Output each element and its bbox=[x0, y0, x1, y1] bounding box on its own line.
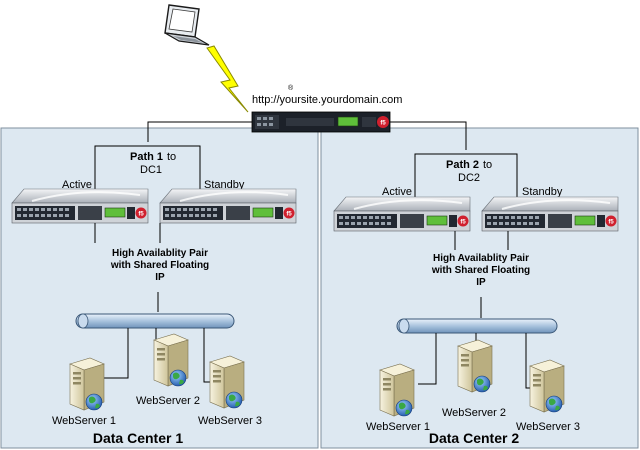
ha-line-2: with Shared Floating bbox=[110, 260, 209, 271]
network-bus bbox=[396, 318, 558, 334]
data-center-1-title: Data Center 1 bbox=[93, 430, 183, 446]
site-url: http://yoursite.yourdomain.com bbox=[252, 94, 402, 106]
standby-label: Standby bbox=[204, 179, 245, 191]
path-target: DC2 bbox=[458, 172, 480, 184]
data-center-1-panel bbox=[0, 127, 319, 449]
standby-device-icon bbox=[159, 188, 297, 224]
data-center-2-panel bbox=[320, 127, 639, 449]
webserver-1-label: WebServer 1 bbox=[366, 421, 430, 433]
webserver-2-label: WebServer 2 bbox=[136, 395, 200, 407]
active-device-icon bbox=[333, 196, 471, 232]
top-load-balancer: f5 bbox=[251, 111, 391, 133]
svg-text:f5: f5 bbox=[380, 121, 386, 127]
standby-label: Standby bbox=[522, 186, 563, 198]
webserver-1-icon bbox=[69, 357, 105, 411]
active-device-icon bbox=[11, 188, 149, 224]
active-label: Active bbox=[62, 179, 92, 191]
webserver-1-label: WebServer 1 bbox=[52, 415, 116, 427]
path-label: Path 1 bbox=[130, 151, 163, 163]
webserver-2-icon bbox=[153, 333, 189, 387]
ha-line-3: IP bbox=[155, 272, 165, 283]
registered-mark: ® bbox=[288, 84, 294, 92]
path-label: Path 2 bbox=[446, 159, 479, 171]
webserver-2-icon bbox=[457, 339, 493, 393]
path-suffix: to bbox=[483, 159, 492, 171]
standby-device-icon bbox=[481, 196, 619, 232]
lightning-bolt-icon bbox=[206, 45, 249, 113]
webserver-2-label: WebServer 2 bbox=[442, 407, 506, 419]
ha-line-3: IP bbox=[476, 277, 486, 288]
ha-line-1: High Availablity Pair bbox=[112, 248, 208, 259]
ha-line-2: with Shared Floating bbox=[431, 265, 530, 276]
network-bus bbox=[75, 313, 235, 329]
ha-line-1: High Availablity Pair bbox=[433, 253, 529, 264]
data-center-2: Path 2 to DC2 Active Standby High Availa… bbox=[333, 153, 619, 446]
uplink-dc1 bbox=[147, 121, 252, 142]
webserver-3-label: WebServer 3 bbox=[516, 421, 580, 433]
uplink-dc2 bbox=[390, 121, 467, 150]
path-suffix: to bbox=[167, 151, 176, 163]
webserver-3-label: WebServer 3 bbox=[198, 415, 262, 427]
active-label: Active bbox=[382, 186, 412, 198]
data-center-1: Path 1 to DC1 Active Standby High Availa… bbox=[11, 145, 297, 446]
webserver-3-icon bbox=[209, 355, 245, 409]
laptop-icon bbox=[164, 4, 210, 46]
webserver-1-icon bbox=[379, 363, 415, 417]
webserver-3-icon bbox=[529, 359, 565, 413]
path-target: DC1 bbox=[140, 164, 162, 176]
data-center-2-title: Data Center 2 bbox=[429, 430, 519, 446]
